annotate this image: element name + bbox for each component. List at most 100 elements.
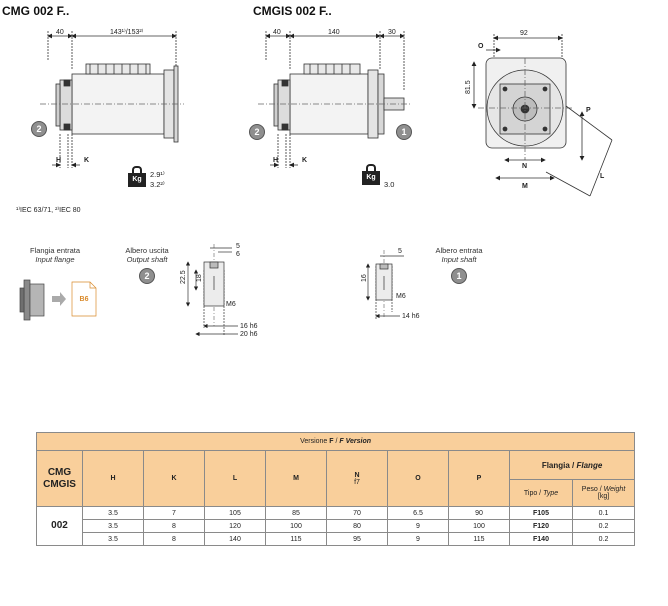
input-flange-doc-code: B6: [80, 296, 89, 303]
flange-group-header: Flangia / Flange: [508, 450, 636, 480]
col-header-h: H: [82, 450, 144, 507]
size-cell: 002: [36, 506, 83, 546]
cell-h: 3.5: [82, 519, 144, 533]
cell-m: 100: [265, 519, 327, 533]
cell-m: 115: [265, 532, 327, 546]
cmgis-ref-1: 1: [396, 124, 412, 140]
table-row: 3.5 8 140 115 95 9 115 F140 0.2: [37, 532, 636, 546]
col-header-n-label: N: [354, 471, 360, 479]
front-dim-n: N: [522, 163, 527, 170]
output-shaft-dim-thread: M6: [226, 301, 236, 308]
table-caption: Versione F / F Version: [35, 432, 636, 451]
table-row: 002 3.5 7 105 85 70 6.5 90 F105 0.1: [36, 506, 636, 546]
cmg-weight-icon-label: Kg: [128, 173, 146, 187]
cell-n: 95: [326, 532, 388, 546]
cell-weight: 0.2: [571, 519, 636, 533]
cell-k: 8: [143, 532, 205, 546]
cell-k: 8: [143, 519, 205, 533]
col-header-n-sub: f7: [354, 478, 360, 486]
output-shaft-label-en: Output shaft: [126, 255, 168, 264]
input-shaft-label-en: Input shaft: [441, 255, 477, 264]
cmgis-weight-icon: Kg: [362, 164, 380, 186]
table-row: 3.5 8 120 100 80 9 100 F120 0.2: [37, 519, 636, 533]
flange-group-it: Flangia: [541, 460, 570, 470]
cell-l: 140: [204, 532, 266, 546]
output-shaft-ref-2: 2: [139, 268, 155, 284]
front-dim-m: M: [522, 183, 528, 190]
output-shaft-dim-dia-b: 20 h6: [240, 331, 258, 338]
cmgis-dim-h: H: [273, 157, 278, 164]
input-shaft-dim-height: 16: [361, 274, 368, 282]
cell-p: 90: [448, 506, 510, 520]
input-shaft-dim-thread: M6: [396, 293, 406, 300]
cell-o: 6.5: [387, 506, 449, 520]
front-dim-height: 81.5: [465, 80, 472, 94]
caption-suffix: Version: [343, 438, 372, 445]
cell-n: 80: [326, 519, 388, 533]
cmg-dim-top-left: 40: [56, 29, 64, 36]
cmgis-dim-k: K: [302, 157, 307, 164]
output-shaft-detail: [185, 244, 238, 337]
output-shaft-dim-height-b: 22.5: [180, 270, 187, 284]
flange-group-en: Flange: [576, 460, 603, 470]
footnote: ¹⁾IEC 63/71, ²⁾IEC 80: [16, 207, 81, 214]
cmg-weight-2: 3.2²⁾: [150, 180, 165, 189]
weight-header-it: Peso: [581, 486, 598, 493]
cmgis-weight: 3.0: [384, 180, 395, 189]
weight-header-unit: [kg]: [597, 493, 610, 500]
input-flange-label-en: Input flange: [35, 255, 75, 264]
cmgis-ref-2: 2: [249, 124, 265, 140]
input-shaft-label-it: Albero entrata: [435, 246, 483, 255]
cell-k: 7: [143, 506, 205, 520]
input-flange-icon: [19, 279, 97, 321]
cmgis-dim-top-mid: 140: [328, 29, 340, 36]
cmg-dim-h: H: [56, 157, 61, 164]
cmgis-dim-top-left: 40: [273, 29, 281, 36]
cmgis-title: CMGIS 002 F..: [253, 4, 332, 18]
weight-header: Peso / Weight [kg]: [571, 479, 636, 507]
model-header-cmg: CMG: [47, 466, 72, 478]
front-dim-o: O: [478, 43, 484, 50]
cell-p: 115: [448, 532, 510, 546]
col-header-n: N f7: [326, 450, 388, 507]
input-shaft-detail: [365, 250, 404, 320]
front-dim-width: 92: [520, 30, 528, 37]
output-shaft-dim-key-a: 5: [236, 243, 240, 250]
caption-sep: /: [333, 438, 340, 445]
cmg-weight-icon: Kg: [128, 166, 146, 188]
spec-table: Versione F / F Version CMG CMGIS H K L M…: [35, 432, 636, 546]
input-shaft-dim-key: 5: [398, 248, 402, 255]
cell-h: 3.5: [82, 532, 144, 546]
model-header-cmgis: CMGIS: [43, 478, 76, 490]
input-shaft-dim-dia: 14 h6: [402, 313, 420, 320]
cell-weight: 0.1: [571, 506, 636, 520]
input-flange-label-it: Flangia entrata: [29, 246, 81, 255]
cmg-side-view: [40, 31, 184, 168]
cmg-title: CMG 002 F..: [2, 4, 70, 18]
output-shaft-dim-dia-a: 16 h6: [240, 323, 258, 330]
cell-p: 100: [448, 519, 510, 533]
col-header-p: P: [448, 450, 510, 507]
weight-header-en: Weight: [603, 486, 626, 493]
cell-l: 120: [204, 519, 266, 533]
type-header-it: Tipo: [523, 489, 538, 497]
input-shaft-ref-1: 1: [451, 268, 467, 284]
cmgis-side-view: [258, 31, 412, 168]
type-header: Tipo / Type: [509, 479, 573, 507]
output-shaft-label: Albero uscita Output shaft: [112, 246, 182, 264]
col-header-m: M: [265, 450, 327, 507]
caption-f2: F: [339, 438, 344, 445]
cell-weight: 0.2: [571, 532, 636, 546]
type-header-en: Type: [543, 489, 559, 497]
input-flange-label: Flangia entrata Input flange: [20, 246, 90, 264]
cmg-ref-2: 2: [31, 121, 47, 137]
cell-type: F120: [509, 519, 573, 533]
output-shaft-dim-key-b: 6: [236, 251, 240, 258]
cell-m: 85: [265, 506, 327, 520]
flange-group-sep: /: [569, 460, 577, 470]
col-header-l: L: [204, 450, 266, 507]
cell-type: F140: [509, 532, 573, 546]
cell-l: 105: [204, 506, 266, 520]
cmg-weight-1: 2.9¹⁾: [150, 170, 165, 179]
cell-type: F105: [509, 506, 573, 520]
